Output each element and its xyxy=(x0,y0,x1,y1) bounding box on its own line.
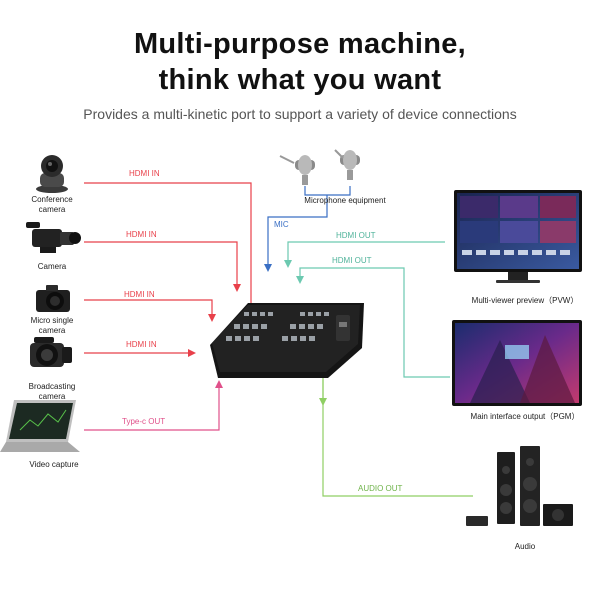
port-label-hdmi-in-3: HDMI IN xyxy=(124,290,155,299)
port-label-mic: MIC xyxy=(274,220,289,229)
main-output-monitor-icon xyxy=(452,320,582,406)
subtitle: Provides a multi-kinetic port to support… xyxy=(83,106,517,122)
port-label-hdmi-out-1: HDMI OUT xyxy=(336,231,376,240)
line-hdmi-in-2 xyxy=(84,241,241,292)
line-typec-out xyxy=(84,380,223,431)
laptop-icon xyxy=(0,400,80,452)
label-multiviewer: Multi-viewer preview（PVW） xyxy=(471,296,579,305)
line-hdmi-in-3 xyxy=(84,299,216,322)
label-micro-single-camera: Micro single camera xyxy=(30,316,74,335)
line-mic xyxy=(264,186,351,272)
port-label-audio-out: AUDIO OUT xyxy=(358,484,403,493)
headline-line-1: Multi-purpose machine, xyxy=(133,28,467,60)
label-main-output: Main interface output（PGM） xyxy=(470,412,580,421)
label-broadcasting-camera: Broadcasting camera xyxy=(28,382,76,401)
port-label-hdmi-in-4: HDMI IN xyxy=(126,340,157,349)
microphone-icon xyxy=(279,149,360,185)
label-conference-camera: Conference camera xyxy=(31,195,73,214)
camcorder-icon xyxy=(26,222,81,253)
label-camera: Camera xyxy=(37,262,67,271)
line-hdmi-out-1 xyxy=(284,241,445,268)
port-label-hdmi-in-2: HDMI IN xyxy=(126,230,157,239)
port-label-typec-out: Type-c OUT xyxy=(122,417,166,426)
label-audio: Audio xyxy=(514,542,536,551)
label-microphone: Microphone equipment xyxy=(304,196,386,205)
headline-line-2: think what you want xyxy=(158,64,442,96)
label-video-capture: Video capture xyxy=(29,460,79,469)
port-label-hdmi-in-1: HDMI IN xyxy=(129,169,160,178)
conference-camera-icon xyxy=(36,155,68,193)
line-hdmi-in-1 xyxy=(84,182,255,314)
broadcasting-camera-icon xyxy=(30,337,72,367)
port-label-hdmi-out-2: HDMI OUT xyxy=(332,256,372,265)
mirrorless-camera-icon xyxy=(36,285,70,312)
line-audio-out xyxy=(319,370,473,497)
multiviewer-monitor-icon xyxy=(454,190,582,283)
line-hdmi-out-2 xyxy=(296,267,450,378)
speaker-system-icon xyxy=(466,446,573,526)
video-switcher-device xyxy=(210,303,364,378)
